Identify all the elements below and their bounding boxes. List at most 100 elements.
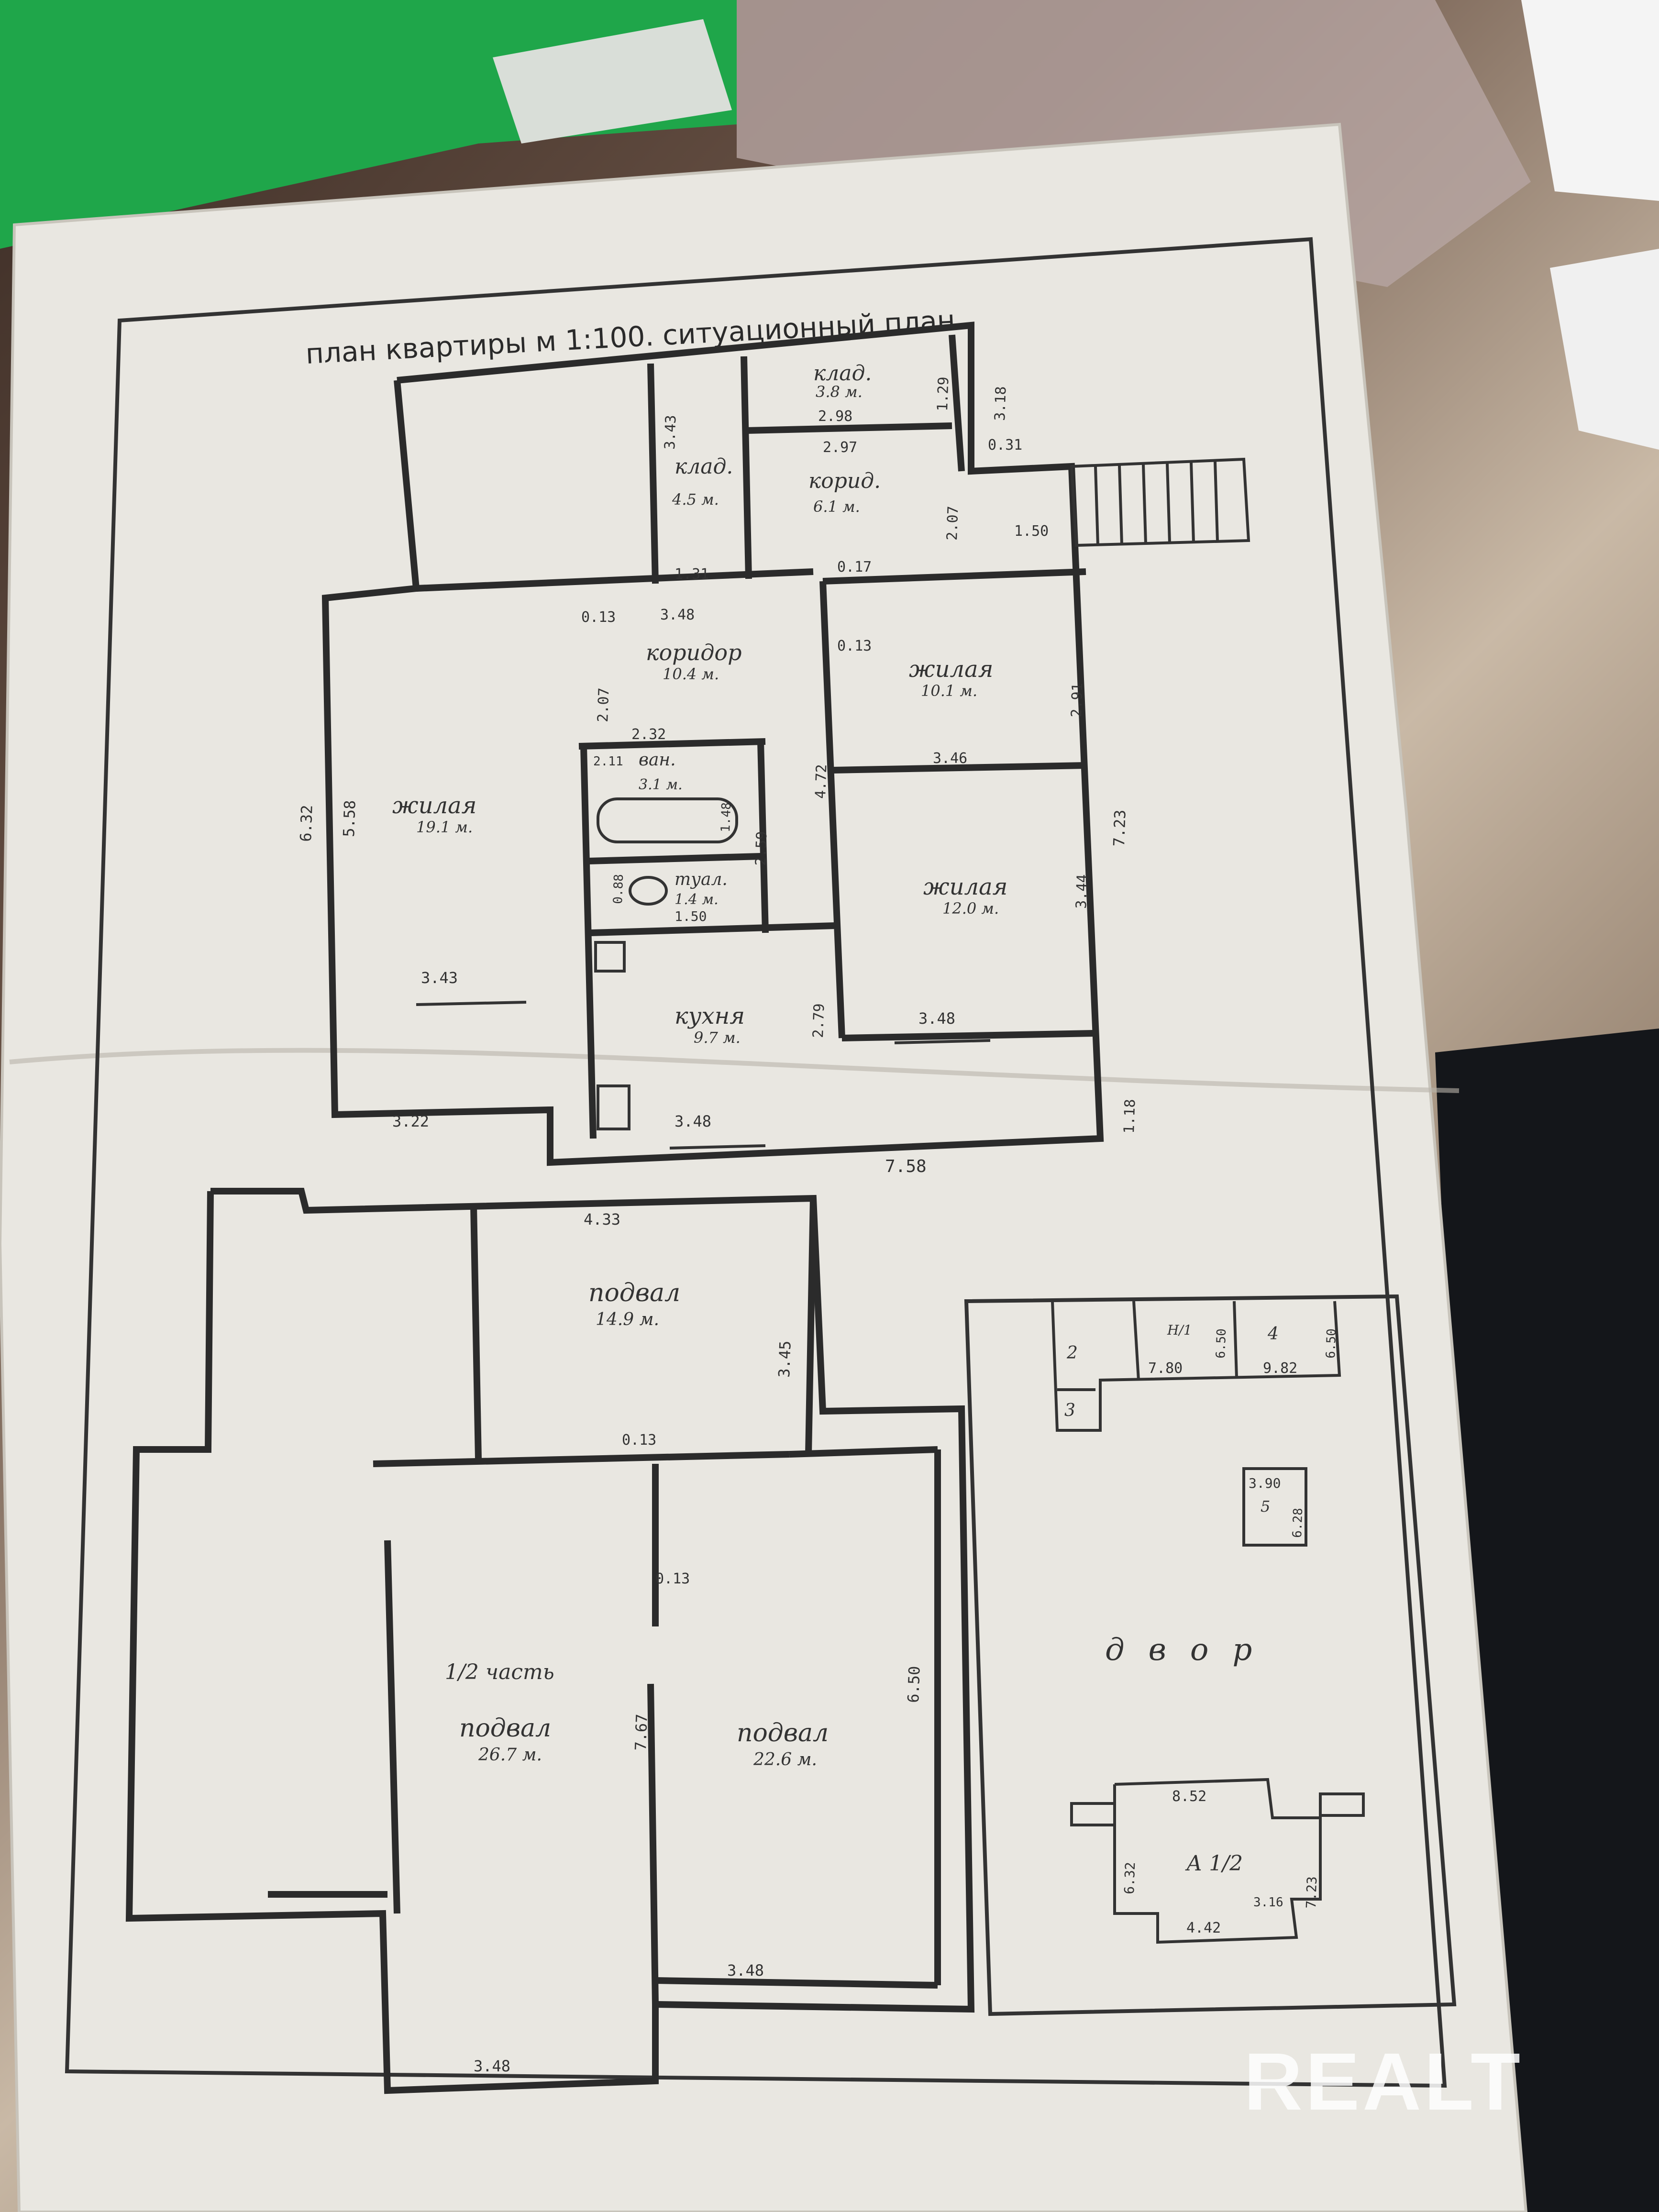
room-zhil2-label: жилая — [909, 656, 993, 683]
dim-3-43a: 3.43 — [662, 415, 680, 450]
room-zhil3-area: 12.0 м. — [942, 899, 999, 918]
dim-3-48a: 3.48 — [660, 607, 695, 623]
dim-0-31: 0.31 — [988, 437, 1022, 453]
dim-3-18: 3.18 — [992, 386, 1010, 421]
room-zhil1-label: жилая — [392, 792, 476, 819]
dim-2-32: 2.32 — [631, 726, 666, 743]
room-podval3-label: подвал — [737, 1719, 829, 1747]
dim-1-29: 1.29 — [934, 376, 952, 411]
room-van-label: ван. — [639, 750, 676, 770]
site-main-label: А 1/2 — [1185, 1851, 1243, 1876]
site-block-2: 2 — [1066, 1343, 1078, 1363]
dim-4-33: 4.33 — [584, 1210, 620, 1228]
room-tual-label: туал. — [675, 870, 728, 889]
room-zhil3-label: жилая — [923, 874, 1007, 900]
room-klad2-label: клад. — [675, 454, 733, 479]
dim-2-79: 2.79 — [810, 1003, 828, 1038]
room-koridor-area: 10.4 м. — [663, 665, 719, 683]
room-kuhnya-area: 9.7 м. — [694, 1029, 741, 1047]
site-dim-6-50b: 6.50 — [1324, 1328, 1339, 1359]
dim-3-48b: 3.48 — [918, 1009, 955, 1028]
dim-6-50: 6.50 — [904, 1666, 924, 1703]
site-plan: 2 3 Н/1 7.80 6.50 4 9.82 6.50 3.90 5 6.2… — [964, 1294, 1457, 2016]
room-kuhnya-label: кухня — [675, 1003, 745, 1029]
dim-1-31: 1.31 — [675, 566, 709, 583]
room-zhil2-area: 10.1 м. — [921, 682, 977, 700]
dim-2-07b: 2.07 — [595, 687, 613, 722]
dim-7-58: 7.58 — [885, 1157, 927, 1176]
site-dim-7-80: 7.80 — [1148, 1360, 1183, 1377]
room-klad1-label: клад. — [813, 361, 872, 386]
room-podval2-area: 26.7 м. — [478, 1745, 542, 1765]
basement-plan: 4.33 подвал 14.9 м. 3.45 0.13 0.13 1/2 ч… — [125, 1188, 975, 2094]
dim-1-18: 1.18 — [1121, 1099, 1139, 1134]
room-klad1-area: 3.8 м. — [816, 383, 863, 401]
dim-2-59: 2.59 — [752, 831, 771, 866]
drawing-frame — [65, 237, 1447, 2088]
paper-sheet — [0, 122, 1528, 2212]
dim-3-48d: 3.48 — [727, 1961, 764, 1980]
dim-3-44: 3.44 — [1073, 874, 1091, 909]
dim-3-48e: 3.48 — [474, 2057, 510, 2075]
site-block-nd: Н/1 — [1167, 1322, 1192, 1338]
apartment-plan: клад. 3.8 м. клад. 4.5 м. корид. 6.1 м. … — [297, 321, 1250, 1176]
site-dim-6-28: 6.28 — [1290, 1508, 1305, 1538]
bathtub — [597, 797, 738, 843]
site-block-5: 5 — [1261, 1497, 1270, 1515]
green-folder-label — [493, 19, 732, 144]
dim-5-58: 5.58 — [340, 800, 359, 837]
room-podval2-label: подвал — [459, 1714, 551, 1743]
room-zhil1-area: 19.1 м. — [416, 818, 473, 836]
room-korid-area: 6.1 м. — [813, 498, 860, 516]
dim-2-11: 2.11 — [593, 754, 623, 769]
dim-1-50a: 1.50 — [1014, 523, 1049, 540]
site-block-4: 4 — [1267, 1324, 1279, 1344]
half-part-label: 1/2 часть — [445, 1660, 554, 1684]
room-tual-area: 1.4 м. — [675, 891, 719, 908]
dim-2-98: 2.98 — [818, 408, 852, 425]
site-dim-6-50a: 6.50 — [1214, 1328, 1229, 1359]
dim-3-22: 3.22 — [392, 1112, 429, 1130]
dim-1-48: 1.48 — [719, 802, 734, 833]
dvor-label: двор — [1105, 1632, 1276, 1668]
room-podval1-label: подвал — [588, 1279, 680, 1307]
dim-3-48c: 3.48 — [675, 1112, 711, 1130]
realt-watermark: REALT — [1244, 2036, 1523, 2127]
dim-2-97: 2.97 — [823, 439, 857, 456]
dim-4-72: 4.72 — [812, 764, 830, 799]
stove — [597, 1084, 630, 1130]
dim-1-50b: 1.50 — [675, 908, 707, 924]
site-dim-8-52: 8.52 — [1172, 1788, 1206, 1805]
room-podval1-area: 14.9 м. — [596, 1310, 659, 1329]
dim-0-13d: 0.13 — [655, 1571, 690, 1587]
room-korid-label: корид. — [808, 469, 881, 493]
sink — [594, 941, 626, 973]
site-dim-3-16: 3.16 — [1253, 1895, 1283, 1910]
dim-3-43b: 3.43 — [421, 969, 458, 987]
dim-7-23: 7.23 — [1110, 809, 1129, 847]
site-dim-9-82: 9.82 — [1263, 1360, 1297, 1377]
room-koridor-label: коридор — [646, 640, 742, 665]
dim-0-13a: 0.13 — [581, 609, 616, 626]
dim-2-91: 2.91 — [1068, 683, 1086, 718]
dim-0-88: 0.88 — [611, 874, 626, 905]
room-van-area: 3.1 м. — [639, 776, 683, 793]
dim-6-32: 6.32 — [297, 805, 316, 842]
paper-crease — [9, 1048, 1460, 1093]
dim-7-67: 7.67 — [631, 1714, 651, 1751]
receipt-paper-2 — [1550, 249, 1659, 450]
room-klad2-area: 4.5 м. — [672, 490, 719, 509]
site-dim-4-42: 4.42 — [1186, 1920, 1221, 1936]
dim-3-46: 3.46 — [933, 750, 967, 767]
dim-2-07a: 2.07 — [944, 506, 962, 541]
site-dim-6-32: 6.32 — [1121, 1862, 1138, 1895]
site-dim-7-23: 7.23 — [1303, 1876, 1320, 1909]
dim-0-13c: 0.13 — [622, 1432, 656, 1449]
dim-0-17: 0.17 — [837, 559, 872, 575]
site-dim-3-90: 3.90 — [1249, 1475, 1281, 1491]
dim-3-45: 3.45 — [775, 1340, 795, 1378]
room-podval3-area: 22.6 м. — [753, 1750, 817, 1770]
dim-0-13b: 0.13 — [837, 638, 872, 654]
toilet — [629, 876, 668, 906]
